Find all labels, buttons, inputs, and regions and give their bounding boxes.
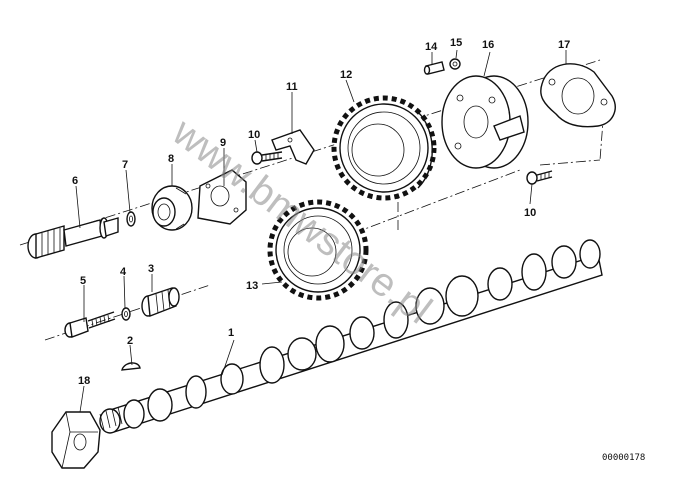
callout-10-lower: 10	[524, 207, 536, 219]
part-11-lock-plate	[271, 129, 315, 165]
part-14-pin	[423, 61, 445, 75]
callout-3: 3	[148, 263, 154, 275]
callout-6: 6	[72, 175, 78, 187]
callout-9: 9	[220, 137, 226, 149]
callout-17: 17	[558, 39, 570, 51]
leader-lines	[75, 49, 567, 413]
callout-2: 2	[127, 335, 133, 347]
part-12-sprocket	[331, 95, 437, 201]
callout-18: 18	[78, 375, 90, 387]
part-10-bolt-lower	[526, 170, 553, 185]
reference-code: 00000178	[602, 453, 645, 463]
callout-11: 11	[286, 81, 298, 93]
part-16-flange	[441, 75, 529, 169]
callout-4: 4	[120, 266, 127, 278]
part-1-camshaft	[99, 239, 603, 434]
part-18-cap-nut	[51, 411, 101, 469]
callout-labels: 1 2 3 4 5 6 7 8 9 10 10 11 12 13 14 15 1…	[72, 37, 570, 387]
part-3-sleeve	[141, 287, 180, 317]
part-6-drive-gear	[27, 217, 119, 259]
callout-5: 5	[80, 275, 86, 287]
part-5-bolt	[64, 311, 116, 338]
callout-14: 14	[425, 41, 438, 53]
part-7-washer	[126, 211, 136, 227]
callout-16: 16	[482, 39, 494, 51]
part-9-plate	[197, 169, 247, 225]
callout-12: 12	[340, 69, 352, 81]
part-13-sprocket	[267, 199, 369, 301]
part-2-key	[121, 362, 141, 371]
callout-10-upper: 10	[248, 129, 260, 141]
part-17-gasket	[540, 63, 616, 128]
part-8-nut	[151, 185, 193, 231]
part-15-ring	[449, 58, 461, 70]
part-4-washer	[121, 307, 131, 321]
callout-13: 13	[246, 280, 258, 292]
callout-8: 8	[168, 153, 174, 165]
callout-15: 15	[450, 37, 462, 49]
callout-1: 1	[228, 327, 234, 339]
callout-7: 7	[122, 159, 128, 171]
